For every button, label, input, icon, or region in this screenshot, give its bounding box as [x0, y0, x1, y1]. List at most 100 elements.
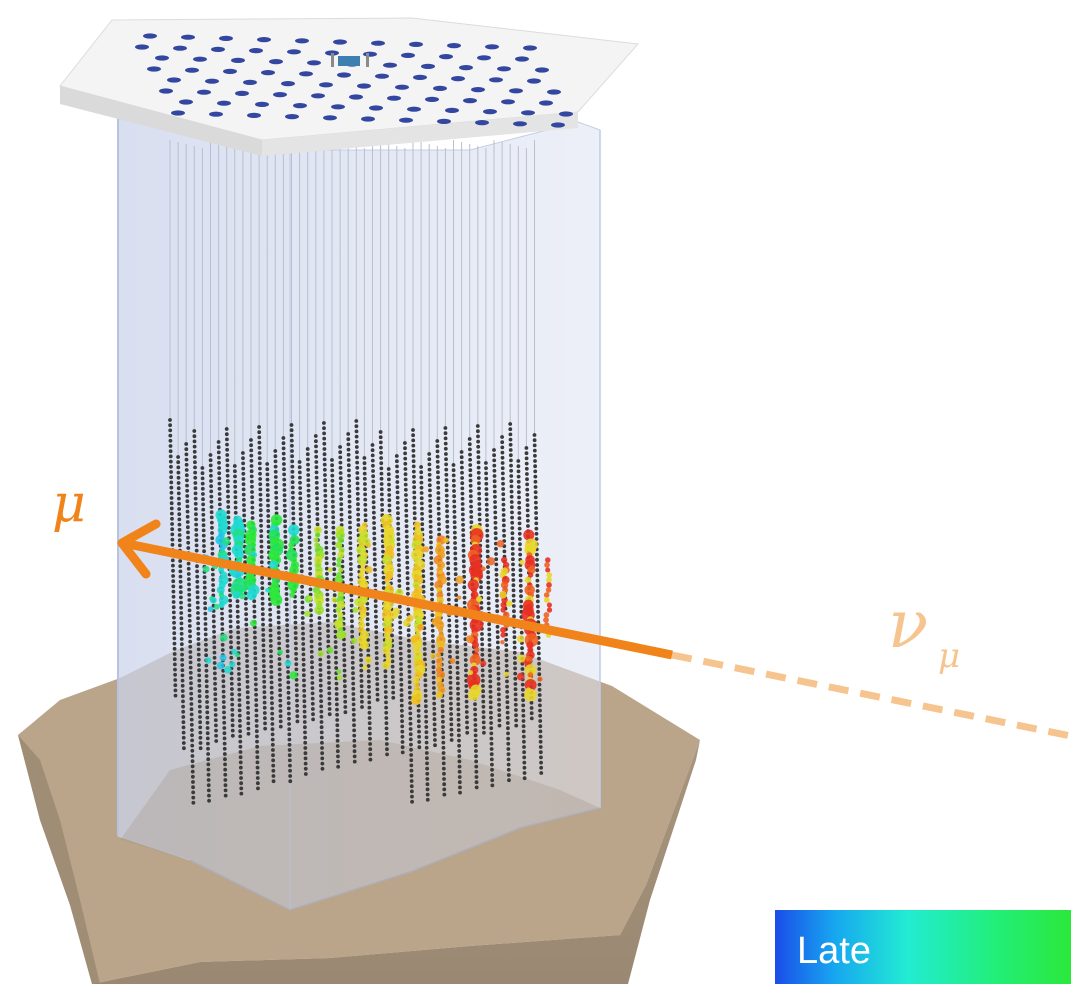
hit-dom [350, 637, 358, 645]
dom-sensor [473, 717, 478, 722]
dom-sensor [355, 486, 360, 491]
dom-sensor [365, 617, 370, 622]
dom-sensor [326, 639, 331, 644]
dom-sensor [481, 684, 485, 688]
dom-sensor [300, 595, 305, 600]
dom-sensor [236, 646, 241, 650]
dom-sensor [270, 711, 275, 716]
dom-sensor [347, 473, 351, 478]
dom-sensor [432, 712, 437, 716]
dom-sensor [310, 686, 315, 691]
dom-sensor [293, 599, 297, 604]
dom-sensor [477, 491, 482, 496]
dom-sensor [366, 669, 371, 674]
dom-sensor [291, 516, 296, 521]
dom-sensor [245, 674, 250, 679]
dom-sensor [325, 571, 329, 576]
dom-sensor [407, 690, 412, 695]
dom-sensor [430, 634, 435, 638]
dom-sensor [489, 741, 494, 746]
dom-sensor [331, 546, 336, 551]
dom-sensor [448, 691, 453, 696]
dom-sensor [289, 423, 294, 427]
dom-sensor [288, 763, 292, 768]
dom-sensor [473, 743, 478, 748]
dom-sensor [399, 693, 404, 698]
dom-sensor [489, 715, 493, 720]
dom-sensor [538, 734, 543, 739]
dom-sensor [212, 661, 217, 665]
dom-sensor [359, 668, 364, 673]
surface-hole [247, 112, 261, 118]
dom-sensor [384, 721, 389, 726]
dom-sensor [324, 545, 329, 550]
dom-sensor [534, 521, 539, 526]
dom-sensor [181, 709, 186, 714]
dom-sensor [209, 489, 214, 494]
dom-sensor [347, 510, 352, 514]
dom-sensor [517, 531, 522, 536]
dom-sensor [395, 506, 400, 510]
dom-sensor [374, 630, 379, 635]
dom-sensor [246, 731, 251, 736]
dom-sensor [348, 562, 353, 566]
dom-sensor [185, 520, 190, 524]
dom-sensor [212, 671, 217, 676]
hit-dom [517, 654, 526, 663]
dom-sensor [196, 611, 200, 615]
dom-sensor [262, 705, 267, 710]
hit-dom [385, 652, 391, 658]
dom-sensor [209, 505, 214, 509]
dom-sensor [380, 508, 385, 512]
surface-hole [483, 109, 497, 115]
dom-sensor [465, 720, 469, 725]
dom-sensor [281, 436, 286, 440]
dom-sensor [420, 517, 425, 521]
dom-sensor [497, 708, 502, 712]
dom-sensor [309, 644, 314, 649]
neutrino-symbol: ν [888, 586, 929, 663]
dom-sensor [259, 560, 264, 565]
dom-sensor [324, 551, 329, 555]
dom-sensor [324, 525, 328, 529]
dom-sensor [479, 585, 483, 590]
dom-sensor [407, 649, 411, 653]
dom-sensor [432, 732, 437, 737]
hit-dom [288, 542, 295, 548]
dom-sensor [233, 510, 238, 515]
dom-sensor [188, 644, 193, 649]
dom-sensor [286, 690, 291, 695]
dom-sensor [206, 783, 211, 788]
dom-sensor [510, 520, 515, 525]
dom-sensor [352, 754, 357, 759]
dom-sensor [372, 557, 377, 562]
dom-sensor [379, 466, 384, 471]
dom-sensor [408, 716, 413, 721]
dom-sensor [412, 516, 417, 521]
dom-sensor [347, 478, 352, 483]
dom-sensor [260, 607, 265, 611]
dom-sensor [269, 675, 274, 680]
dom-sensor [535, 589, 540, 593]
dom-sensor [233, 500, 238, 505]
dom-sensor [306, 488, 311, 493]
dom-sensor [233, 484, 238, 489]
dom-sensor [517, 490, 521, 495]
dom-sensor [194, 512, 198, 517]
dom-sensor [308, 587, 313, 592]
dom-sensor [291, 495, 295, 500]
dom-sensor [331, 504, 335, 509]
dom-sensor [273, 459, 278, 464]
dom-sensor [233, 495, 238, 500]
surface-hole [547, 89, 561, 95]
dom-sensor [176, 465, 181, 470]
dom-sensor [233, 469, 237, 474]
hit-dom [354, 598, 363, 607]
dom-sensor [521, 719, 526, 723]
hit-dom [308, 595, 313, 601]
dom-sensor [400, 745, 405, 750]
dom-sensor [206, 767, 211, 772]
dom-sensor [428, 504, 433, 508]
hit-dom [270, 594, 283, 606]
dom-sensor [349, 614, 354, 618]
